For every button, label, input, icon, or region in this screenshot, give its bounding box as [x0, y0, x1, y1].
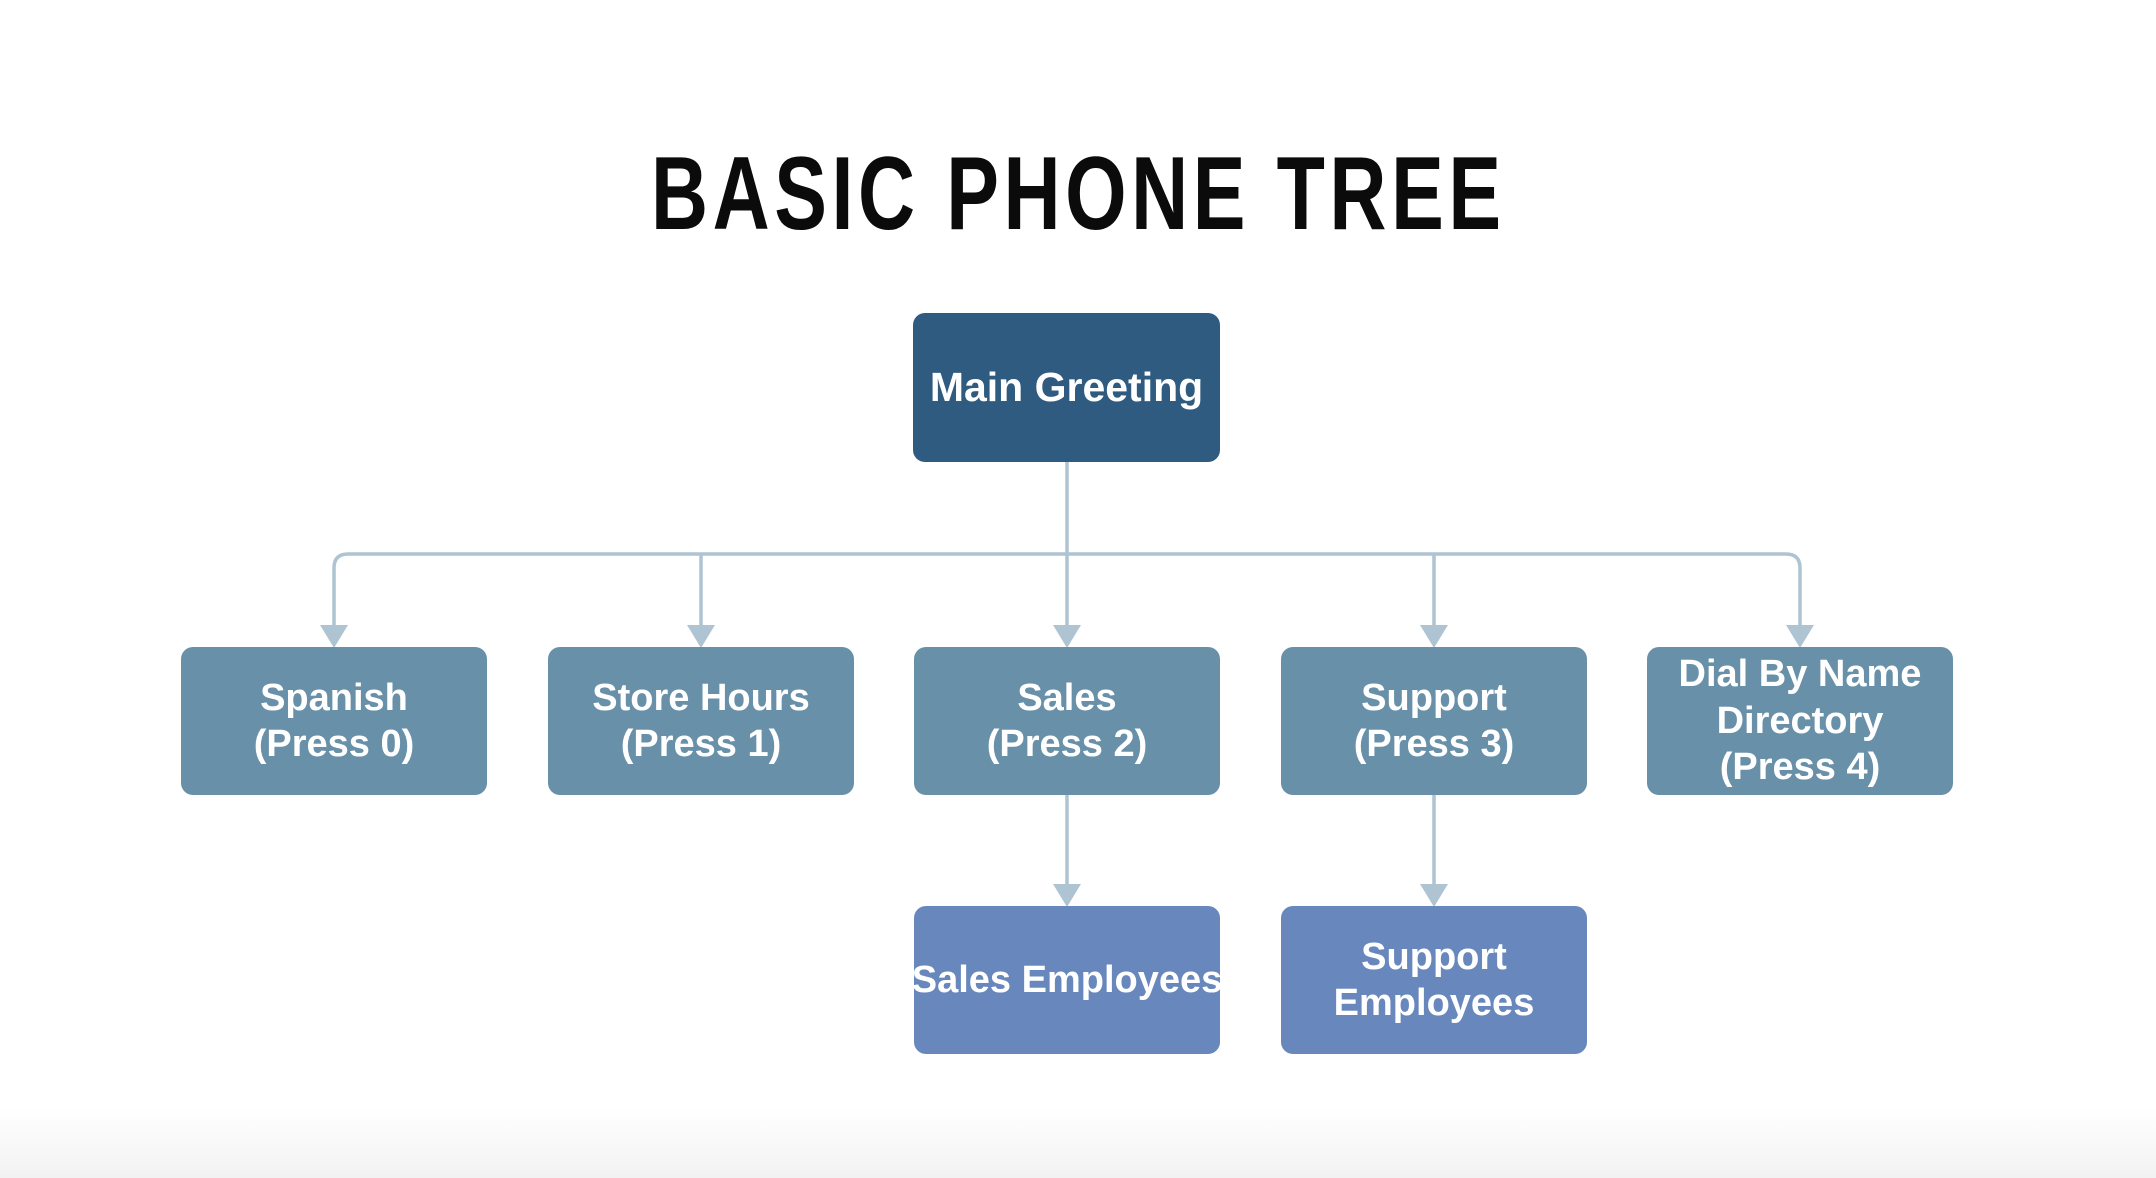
connector-bus — [332, 552, 1802, 628]
node-label: Sales (Press 2) — [986, 676, 1148, 765]
node-support-press-3: Support (Press 3) — [1281, 647, 1587, 795]
node-label: Support Employees — [1333, 935, 1535, 1024]
node-support-employees: Support Employees — [1281, 906, 1587, 1054]
node-label: Support (Press 3) — [1353, 676, 1515, 765]
node-main-greeting: Main Greeting — [913, 313, 1220, 462]
node-label: Sales Employees — [911, 958, 1223, 1001]
node-spanish-press-0: Spanish (Press 0) — [181, 647, 487, 795]
node-label: Main Greeting — [929, 364, 1204, 411]
diagram-title-text: BASIC PHONE TREE — [650, 135, 1506, 252]
arrowhead-icon — [1420, 884, 1448, 907]
diagram-title: BASIC PHONE TREE — [0, 142, 2156, 246]
node-store-hours-press-1: Store Hours (Press 1) — [548, 647, 854, 795]
arrowhead-icon — [1053, 625, 1081, 648]
arrowhead-icon — [1420, 625, 1448, 648]
node-sales-press-2: Sales (Press 2) — [914, 647, 1220, 795]
arrowhead-icon — [687, 625, 715, 648]
node-label: Store Hours (Press 1) — [592, 676, 810, 765]
node-dial-by-name-directory-press-4: Dial By Name Directory (Press 4) — [1647, 647, 1953, 795]
arrowhead-icon — [1786, 625, 1814, 648]
node-label: Spanish (Press 0) — [253, 676, 415, 765]
node-sales-employees: Sales Employees — [912, 906, 1222, 1054]
arrowhead-icon — [320, 625, 348, 648]
arrowhead-icon — [1053, 884, 1081, 907]
node-label: Dial By Name Directory (Press 4) — [1678, 653, 1922, 789]
